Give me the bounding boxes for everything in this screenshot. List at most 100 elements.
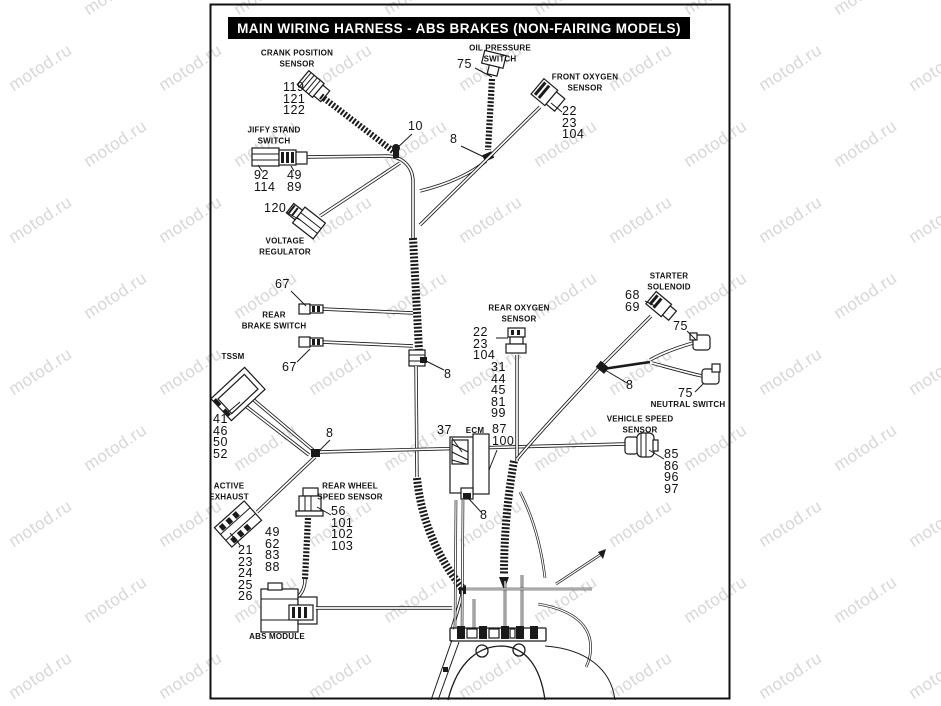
rear-oxygen-clip-number: 8 — [444, 367, 452, 381]
part-number: 41 — [213, 412, 228, 426]
part-number: 52 — [213, 446, 228, 461]
rear-wheel-speed-sensor-label: REAR WHEEL SPEED SENSOR — [317, 481, 383, 502]
voltage-regulator-part-number: 120 — [264, 201, 287, 215]
ecm-part-number: 37 — [437, 423, 452, 437]
part-number: 24 — [238, 566, 253, 580]
rear-brake-switch-label: REAR BRAKE SWITCH — [241, 310, 307, 331]
ecm-part-numbers-right: 87 100 — [492, 422, 515, 448]
vehicle-speed-part-numbers: 85 86 96 97 — [664, 447, 679, 496]
part-number: 68 — [625, 288, 640, 302]
part-number: 87 — [492, 422, 507, 436]
ecm-drawing — [449, 433, 547, 629]
voltage-regulator-label: VOLTAGE REGULATOR — [259, 236, 311, 257]
part-number: 46 — [213, 423, 228, 438]
neutral-switch-upper-number: 75 — [673, 319, 688, 333]
part-number: 56 — [331, 504, 346, 518]
jiffy-stand-switch-label: JIFFY STAND SWITCH — [247, 125, 301, 146]
active-exhaust-label: ACTIVE EXHAUST — [209, 481, 249, 502]
rear-oxygen-part-numbers-lower: 31 44 45 81 99 — [491, 360, 506, 420]
part-number: 21 — [238, 543, 253, 557]
part-number: 23 — [238, 554, 253, 569]
rear-brake-switch-drawing — [298, 303, 414, 348]
starter-solenoid-label: STARTER SOLENOID — [647, 271, 691, 292]
part-number: 101 — [331, 515, 354, 530]
rear-wheel-speed-sensor-drawing — [295, 487, 324, 600]
leader-lines — [226, 67, 705, 546]
part-number: 103 — [331, 538, 354, 553]
jiffy-part-numbers-left: 92 114 — [254, 168, 276, 194]
active-exhaust-part-numbers: 21 23 24 25 26 — [238, 543, 253, 603]
part-number: 89 — [287, 179, 302, 194]
part-number: 62 — [265, 536, 280, 551]
part-number: 114 — [254, 179, 276, 194]
part-number: 99 — [491, 406, 506, 420]
part-number: 83 — [265, 548, 280, 562]
neutral-switch-label: NEUTRAL SWITCH — [650, 399, 726, 409]
ecm-label: ECM — [465, 425, 485, 435]
part-number: 45 — [491, 383, 506, 397]
active-exhaust-drawing — [213, 455, 317, 548]
part-number: 26 — [238, 589, 253, 603]
harness-clip-number: 10 — [408, 119, 423, 133]
oil-pressure-part-number: 75 — [457, 57, 472, 71]
part-number: 104 — [473, 348, 496, 362]
crank-position-sensor-label: CRANK POSITION SENSOR — [260, 48, 334, 69]
part-number: 96 — [664, 470, 679, 484]
tssm-label: TSSM — [221, 351, 245, 361]
crank-position-sensor-drawing — [296, 69, 395, 154]
ecm-clip-number: 8 — [480, 508, 488, 522]
abs-module-part-numbers: 49 62 83 88 — [265, 525, 280, 574]
diagram-frame — [209, 3, 731, 700]
part-number: 31 — [491, 360, 506, 374]
oil-pressure-switch-drawing — [419, 49, 507, 193]
rear-brake-lower-number: 67 — [282, 360, 297, 374]
rear-oxygen-sensor-drawing — [499, 327, 527, 590]
starter-solenoid-part-numbers: 68 69 — [625, 288, 640, 314]
abs-module-label: ABS MODULE — [249, 631, 305, 641]
diagram-title: MAIN WIRING HARNESS - ABS BRAKES (NON-FA… — [228, 17, 690, 39]
part-number: 92 — [254, 168, 269, 182]
part-number: 86 — [664, 458, 679, 473]
part-number: 69 — [625, 299, 640, 314]
part-number: 119 — [283, 80, 305, 94]
part-number: 88 — [265, 559, 280, 574]
vehicle-speed-sensor-label: VEHICLE SPEED SENSOR — [606, 414, 674, 435]
part-number: 102 — [331, 527, 354, 541]
abs-module-drawing — [260, 582, 452, 633]
part-number: 22 — [562, 104, 577, 118]
neutral-switch-lower-number: 75 — [678, 386, 693, 400]
part-number: 50 — [213, 435, 228, 449]
part-number: 44 — [491, 371, 506, 386]
rear-brake-upper-number: 67 — [275, 277, 290, 291]
vehicle-speed-sensor-drawing — [624, 432, 659, 458]
main-harness-drawing — [306, 144, 466, 630]
part-number: 49 — [265, 525, 280, 539]
part-number: 104 — [562, 127, 585, 141]
jiffy-stand-switch-drawing — [251, 147, 308, 167]
part-number: 97 — [664, 481, 679, 496]
jiffy-part-numbers-right: 49 89 — [287, 169, 302, 194]
tssm-part-numbers: 41 46 50 52 — [213, 412, 228, 461]
tssm-drawing — [210, 366, 315, 457]
front-oxygen-sensor-drawing — [418, 77, 566, 227]
voltage-regulator-drawing — [285, 161, 401, 240]
part-number: 121 — [283, 91, 306, 106]
part-number: 81 — [491, 394, 506, 409]
part-number: 23 — [562, 115, 577, 130]
front-oxygen-sensor-label: FRONT OXYGEN SENSOR — [551, 72, 619, 93]
part-number: 22 — [473, 325, 488, 339]
part-number: 23 — [473, 336, 488, 351]
part-number: 122 — [283, 103, 306, 117]
engine-case-drawing — [430, 549, 616, 701]
part-number: 85 — [664, 447, 679, 461]
neutral-switch-drawing — [602, 332, 721, 385]
rear-wheel-speed-part-numbers: 56 101 102 103 — [331, 504, 354, 553]
rear-oxygen-sensor-label: REAR OXYGEN SENSOR — [488, 303, 550, 324]
oil-pressure-switch-label: OIL PRESSURE SWITCH — [469, 43, 531, 64]
part-number: 100 — [492, 433, 515, 448]
crank-sensor-part-numbers: 119 121 122 — [283, 80, 306, 117]
front-oxygen-part-numbers: 22 23 104 — [562, 104, 585, 141]
oil-pressure-clip-number: 8 — [450, 132, 458, 146]
